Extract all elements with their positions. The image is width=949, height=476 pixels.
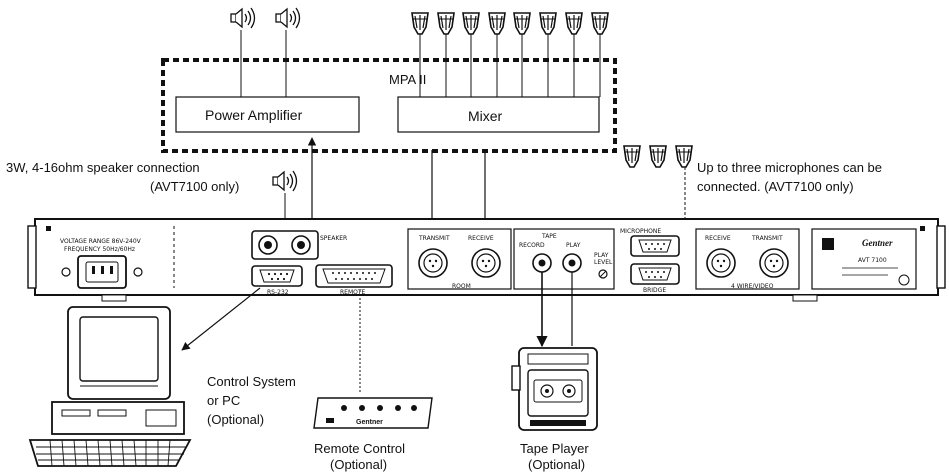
receive-label: RECEIVE (468, 235, 494, 242)
microphone-icon (591, 12, 609, 35)
pc-label-line3: (Optional) (207, 412, 264, 427)
rear-panel: VOLTAGE RANGE 86V-240V FREQUENCY 50Hz/60… (27, 218, 946, 302)
speaker-callout-line2: (AVT7100 only) (150, 179, 239, 194)
remote-port[interactable] (315, 264, 393, 288)
microphone-icon (437, 12, 455, 35)
remote-control-illustration: Gentner (313, 397, 433, 429)
mixer-label: Mixer (468, 108, 503, 124)
transmit-label: TRANSMIT (418, 235, 450, 242)
bridge-label: BRIDGE (643, 287, 666, 294)
microphone-icon (462, 12, 480, 35)
play-label: PLAY (566, 242, 581, 249)
mics-callout-line2: connected. (AVT7100 only) (697, 179, 854, 194)
microphone-icon (488, 12, 506, 35)
tape-label-line2: (Optional) (528, 457, 585, 472)
remote-label-line2: (Optional) (330, 457, 387, 472)
microphone-icon (675, 145, 693, 168)
mixer-box (397, 96, 600, 133)
transmit-xlr-jack[interactable] (418, 248, 448, 278)
microphone-icon (565, 12, 583, 35)
mixer-microphones (411, 12, 609, 97)
power-amplifier-label: Power Amplifier (205, 107, 303, 123)
mpa-title: MPA II (389, 72, 426, 87)
speaker-port-label: SPEAKER (320, 235, 347, 242)
tape-player-illustration (511, 347, 598, 431)
room-label: ROOM (452, 283, 471, 290)
pc-illustration (28, 306, 192, 467)
microphone-label: MICROPHONE (620, 228, 661, 235)
speaker-icon (230, 7, 256, 29)
transmit2-xlr-jack[interactable] (759, 248, 789, 278)
microphone-icon (539, 12, 557, 35)
mpa-box (161, 58, 617, 153)
mics-callout-line1: Up to three microphones can be (697, 160, 882, 175)
speaker-icon (272, 170, 298, 192)
microphone-icon (623, 145, 641, 168)
receive-xlr-jack[interactable] (471, 248, 501, 278)
frequency-label: FREQUENCY 50Hz/60Hz (64, 246, 135, 253)
model-label: AVT 7100 (858, 257, 887, 264)
voltage-label: VOLTAGE RANGE 86V-240V (60, 238, 142, 245)
play-level-label-2: LEVEL (594, 259, 613, 266)
receive2-label: RECEIVE (705, 235, 731, 242)
microphone-icon (411, 12, 429, 35)
remote-brand-label: Gentner (356, 419, 383, 426)
power-inlet[interactable] (61, 255, 143, 289)
power-amplifier-box (175, 96, 360, 133)
speaker-binding-posts[interactable] (251, 230, 319, 260)
play-rca-jack[interactable] (562, 253, 582, 273)
microphone-icon (649, 145, 667, 168)
remote-label-line1: Remote Control (314, 441, 405, 456)
tape-label: TAPE (541, 233, 557, 240)
logo-mark (822, 238, 834, 250)
tape-label-line1: Tape Player (520, 441, 589, 456)
bridge-port[interactable] (630, 263, 680, 285)
rs232-port[interactable] (251, 265, 303, 287)
transmit2-label: TRANSMIT (751, 235, 783, 242)
pc-label-line2: or PC (207, 393, 240, 408)
microphone-port[interactable] (630, 235, 680, 257)
receive2-xlr-jack[interactable] (706, 248, 736, 278)
record-rca-jack[interactable] (532, 253, 552, 273)
rs232-label: RS-232 (267, 289, 289, 296)
microphone-icon (513, 12, 531, 35)
record-label: RECORD (519, 242, 545, 249)
play-level-label-1: PLAY (594, 252, 609, 259)
remote-port-label: REMOTE (340, 289, 366, 296)
speaker-icon (275, 7, 301, 29)
speaker-callout-line1: 3W, 4-16ohm speaker connection (6, 160, 200, 175)
play-level-knob[interactable] (598, 269, 608, 279)
wire-video-label: 4 WIRE/VIDEO (731, 283, 774, 290)
certification-icon (898, 274, 910, 286)
brand-label: Gentner (862, 238, 893, 248)
pc-label-line1: Control System (207, 374, 296, 389)
